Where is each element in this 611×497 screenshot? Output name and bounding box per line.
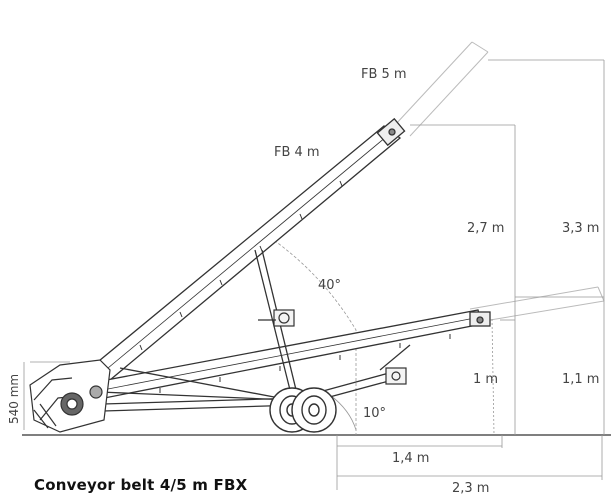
height-1-label: 1 m — [473, 372, 498, 387]
angle-40-label: 40° — [318, 278, 341, 293]
winch-box-high — [258, 309, 295, 327]
height-11-label: 1,1 m — [562, 372, 599, 387]
inlet-height-label: 540 mm — [7, 374, 21, 424]
fb5-low-extension — [469, 286, 605, 323]
fb4-label: FB 4 m — [274, 145, 320, 160]
fb5-label: FB 5 m — [361, 67, 407, 82]
fb4-low-cleats — [159, 334, 451, 393]
length-23-label: 2,3 m — [452, 481, 489, 496]
fb4-high-conveyor — [87, 117, 406, 386]
fb4-cleats — [139, 180, 343, 351]
angle-10-label: 10° — [363, 406, 386, 421]
inlet-hopper — [29, 359, 111, 433]
dimension-guides — [23, 59, 605, 490]
height-33-label: 3,3 m — [562, 221, 599, 236]
angle-arc-10 — [329, 394, 357, 431]
fb5-high-extension — [394, 41, 489, 137]
winch-box-low — [385, 367, 407, 385]
length-14-label: 1,4 m — [392, 451, 429, 466]
diagram-caption: Conveyor belt 4/5 m FBX — [34, 476, 248, 494]
wheel-right — [291, 387, 337, 433]
height-27-label: 2,7 m — [467, 221, 504, 236]
